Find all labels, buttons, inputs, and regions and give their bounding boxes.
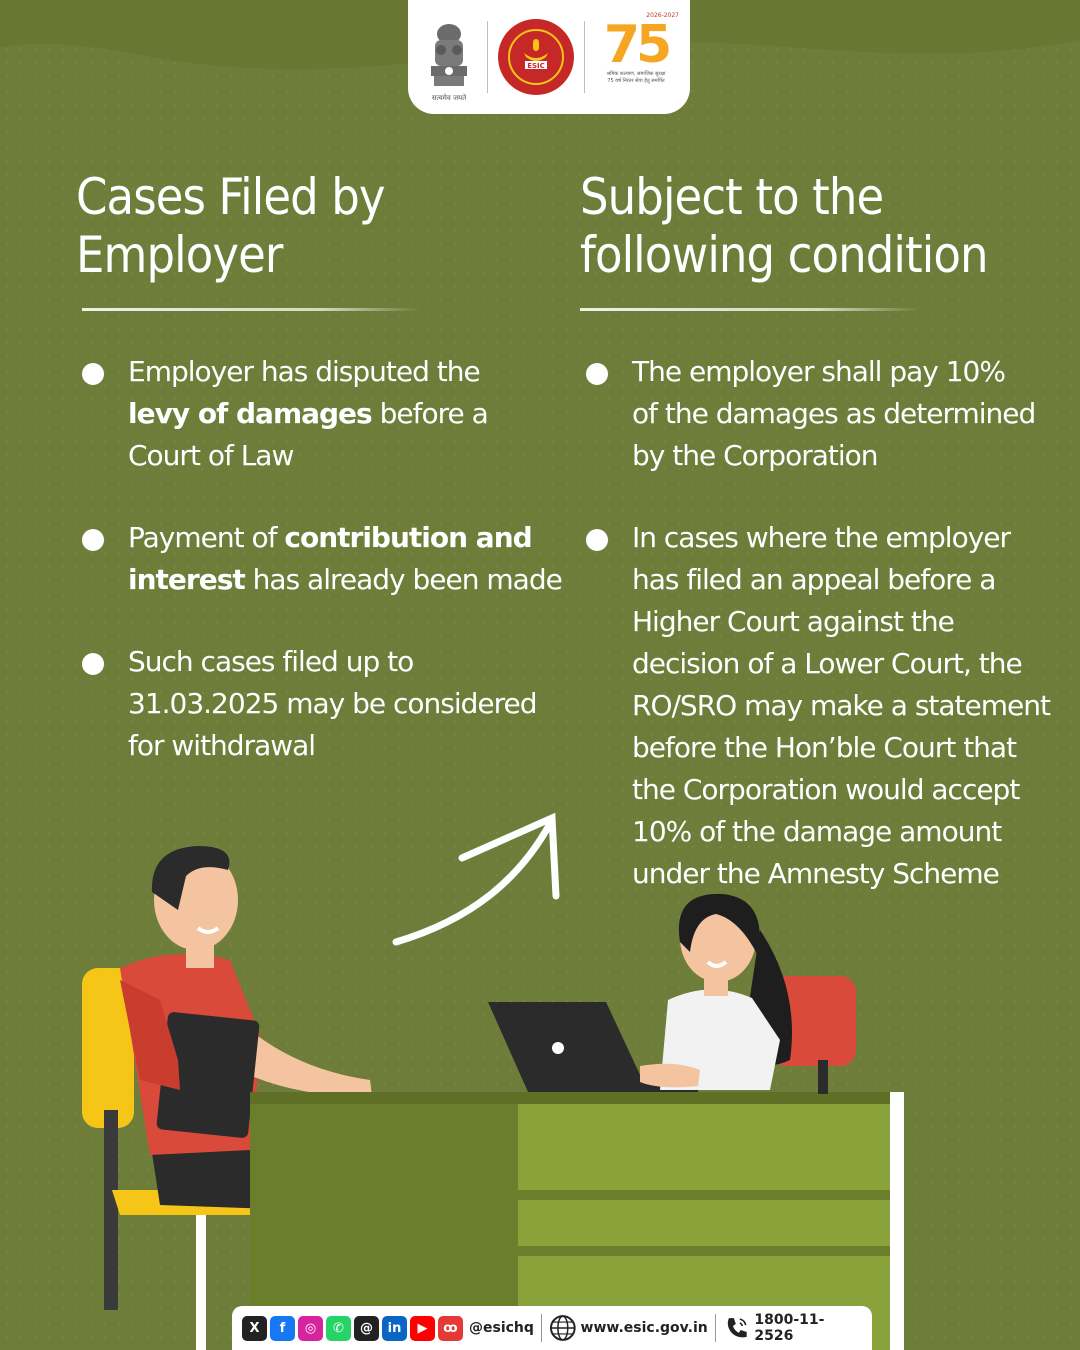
bullet-text: the Corporation would accept [632,773,1020,806]
woman-figure [640,893,792,1090]
bullet-text: Higher Court against the [632,605,955,638]
bullet-emphasis: interest [128,563,246,596]
logo-divider-2 [584,21,585,93]
bullet-text: RO/SRO may make a statement [632,689,1051,722]
bullet-text: interest has already been made [128,559,563,601]
esic-logo-text: ESIC [527,62,545,70]
right-bullet-2: In cases where the employer has filed an… [580,517,1060,895]
left-bullet-1: Employer has disputed the levy of damage… [76,351,556,477]
right-bullet-list: The employer shall pay 10% of the damage… [580,351,1060,895]
anniversary-tagline-2: 75 वर्ष निरंतर सेवा हेतु समर्पित [607,78,665,84]
threads-icon[interactable]: @ [354,1315,379,1341]
footer-divider [540,1314,542,1342]
linkedin-icon[interactable]: in [382,1315,407,1341]
bullet-text: has already been made [244,563,563,596]
left-bullet-3: Such cases filed up to 31.03.2025 may be… [76,641,556,767]
bullet-text: levy of damages before a [128,393,556,435]
right-title-rule [580,308,920,311]
national-emblem: सत्यमेव जयते [419,11,479,103]
instagram-icon[interactable]: ◎ [298,1315,323,1341]
helpline-number[interactable]: 1800-11-2526 [754,1312,825,1344]
left-title-rule [82,308,422,311]
bullet-emphasis: contribution and [284,521,532,554]
bullet-emphasis: levy of damages [128,397,373,430]
facebook-icon[interactable]: f [270,1315,295,1341]
bullet-text: for withdrawal [128,729,316,762]
lion-capital-icon [431,24,467,86]
anniversary-number: 75 [603,15,672,75]
bullet-text: Payment of contribution and [128,517,556,559]
bullet-text: by the Corporation [632,439,879,472]
x-icon[interactable]: X [242,1315,267,1341]
bullet-text: Employer has disputed the [128,355,481,388]
whatsapp-icon[interactable]: ✆ [326,1315,351,1341]
right-bullet-1: The employer shall pay 10% of the damage… [580,351,1060,477]
right-title-line-1: Subject to the [580,168,884,226]
bullet-text: In cases where the employer [632,521,1011,554]
bullet-text: before the Hon’ble Court that [632,731,1017,764]
bullet-text: has filed an appeal before a [632,563,996,596]
globe-icon [549,1315,576,1341]
left-title-line-1: Cases Filed by [76,168,386,226]
right-title-line-2: following condition [580,226,988,284]
laptop-icon [488,1002,698,1092]
bullet-text: 10% of the damage amount [632,815,1002,848]
logo-divider [487,21,488,93]
bullet-text: Court of Law [128,439,294,472]
anniversary-tagline-1: श्रमिक कल्याण, समाजिक सुरक्षा [606,71,666,77]
left-bullet-list: Employer has disputed the levy of damage… [76,351,563,767]
bullet-text: Such cases filed up to [128,645,414,678]
social-handle[interactable]: @esichq [469,1320,534,1336]
anniversary-logo: 2026-2027 75 श्रमिक कल्याण, समाजिक सुरक्… [593,12,679,102]
subject-to-condition-section: Subject to the following condition The e… [580,168,1060,935]
phone-icon [727,1318,747,1338]
bullet-text: 31.03.2025 may be considered [128,687,538,720]
bullet-text: The employer shall pay 10% [632,355,1006,388]
left-title-line-2: Employer [76,226,283,284]
anniversary-years: 2026-2027 [646,12,679,19]
right-title: Subject to the following condition [580,168,1012,284]
left-bullet-2: Payment of contribution and interest has… [76,517,563,601]
bullet-text: before a [371,397,489,430]
bullet-text: of the damages as determined [632,397,1036,430]
header-logo-card: सत्यमेव जयते ESIC 2026-2027 75 श्रमिक कल… [408,0,690,114]
bullet-text: Payment of [128,521,285,554]
left-title: Cases Filed by Employer [76,168,508,284]
footer-divider-2 [714,1314,716,1342]
emblem-caption: सत्यमेव जयते [431,94,467,102]
website-link[interactable]: www.esic.gov.in [580,1320,708,1336]
bullet-text: under the Amnesty Scheme [632,857,1000,890]
cases-filed-by-employer-section: Cases Filed by Employer Employer has dis… [76,168,563,807]
youtube-icon[interactable]: ▶ [410,1315,435,1341]
curved-arrow-icon [392,812,560,946]
bullet-text: decision of a Lower Court, the [632,647,1023,680]
koo-icon[interactable]: ꝏ [438,1315,463,1341]
esic-logo: ESIC [498,19,574,95]
